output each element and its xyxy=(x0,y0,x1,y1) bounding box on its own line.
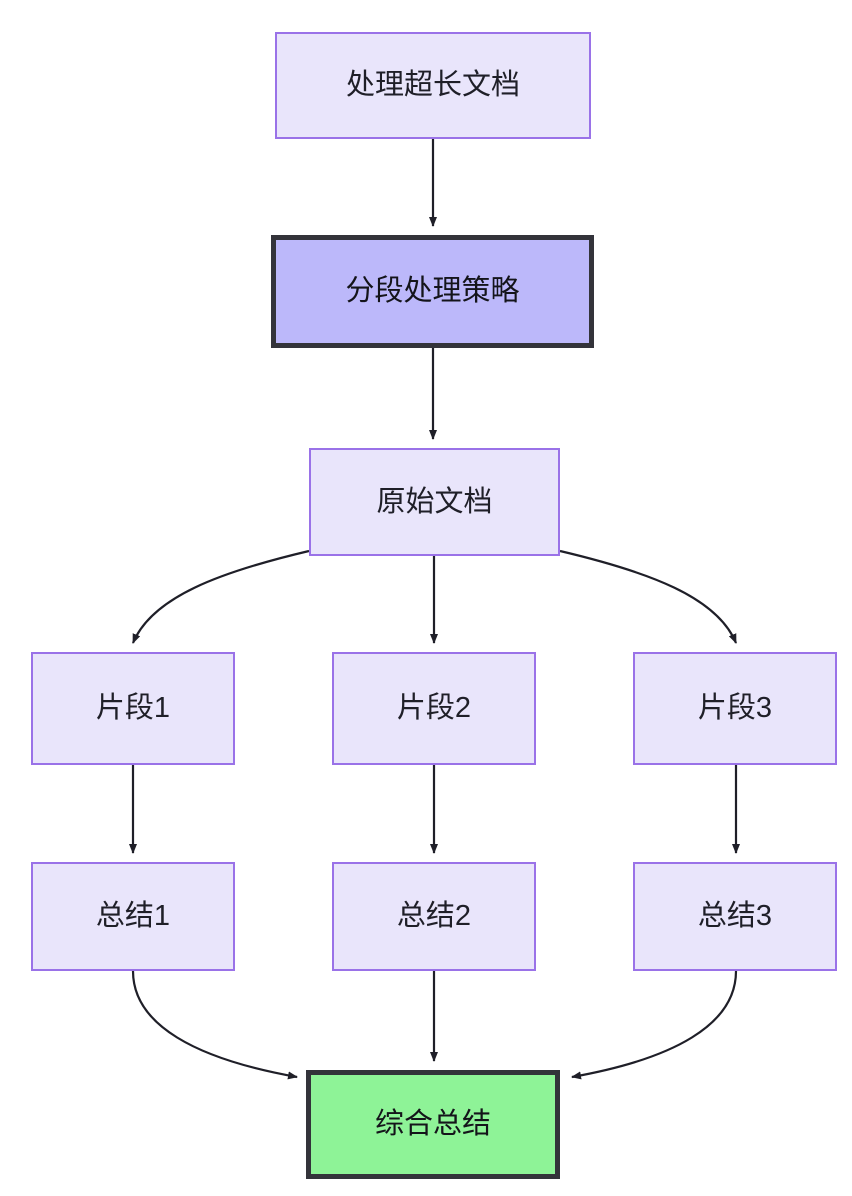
node-chunk-3[interactable]: 片段3 xyxy=(633,652,837,765)
node-label: 总结1 xyxy=(95,900,171,933)
node-process-long-document[interactable]: 处理超长文档 xyxy=(275,32,591,139)
node-label: 总结2 xyxy=(396,900,472,933)
node-label: 总结3 xyxy=(697,900,773,933)
node-label: 原始文档 xyxy=(376,485,493,518)
node-label: 综合总结 xyxy=(374,1108,491,1141)
node-label: 分段处理策略 xyxy=(345,275,520,308)
node-chunking-strategy[interactable]: 分段处理策略 xyxy=(271,235,594,348)
node-chunk-1[interactable]: 片段1 xyxy=(31,652,235,765)
node-final-summary[interactable]: 综合总结 xyxy=(306,1070,560,1179)
node-label: 片段1 xyxy=(95,692,171,725)
node-chunk-2[interactable]: 片段2 xyxy=(332,652,536,765)
edge-source-to-chunk1 xyxy=(131,549,310,644)
node-source-document[interactable]: 原始文档 xyxy=(309,448,560,556)
node-label: 处理超长文档 xyxy=(345,69,520,102)
node-summary-3[interactable]: 总结3 xyxy=(633,862,837,971)
node-label: 片段2 xyxy=(396,692,472,725)
node-summary-1[interactable]: 总结1 xyxy=(31,862,235,971)
node-label: 片段3 xyxy=(697,692,773,725)
edge-summary3-to-final xyxy=(571,970,738,1080)
edge-source-to-chunk3 xyxy=(559,549,738,644)
node-summary-2[interactable]: 总结2 xyxy=(332,862,536,971)
edge-summary1-to-final xyxy=(131,970,298,1080)
